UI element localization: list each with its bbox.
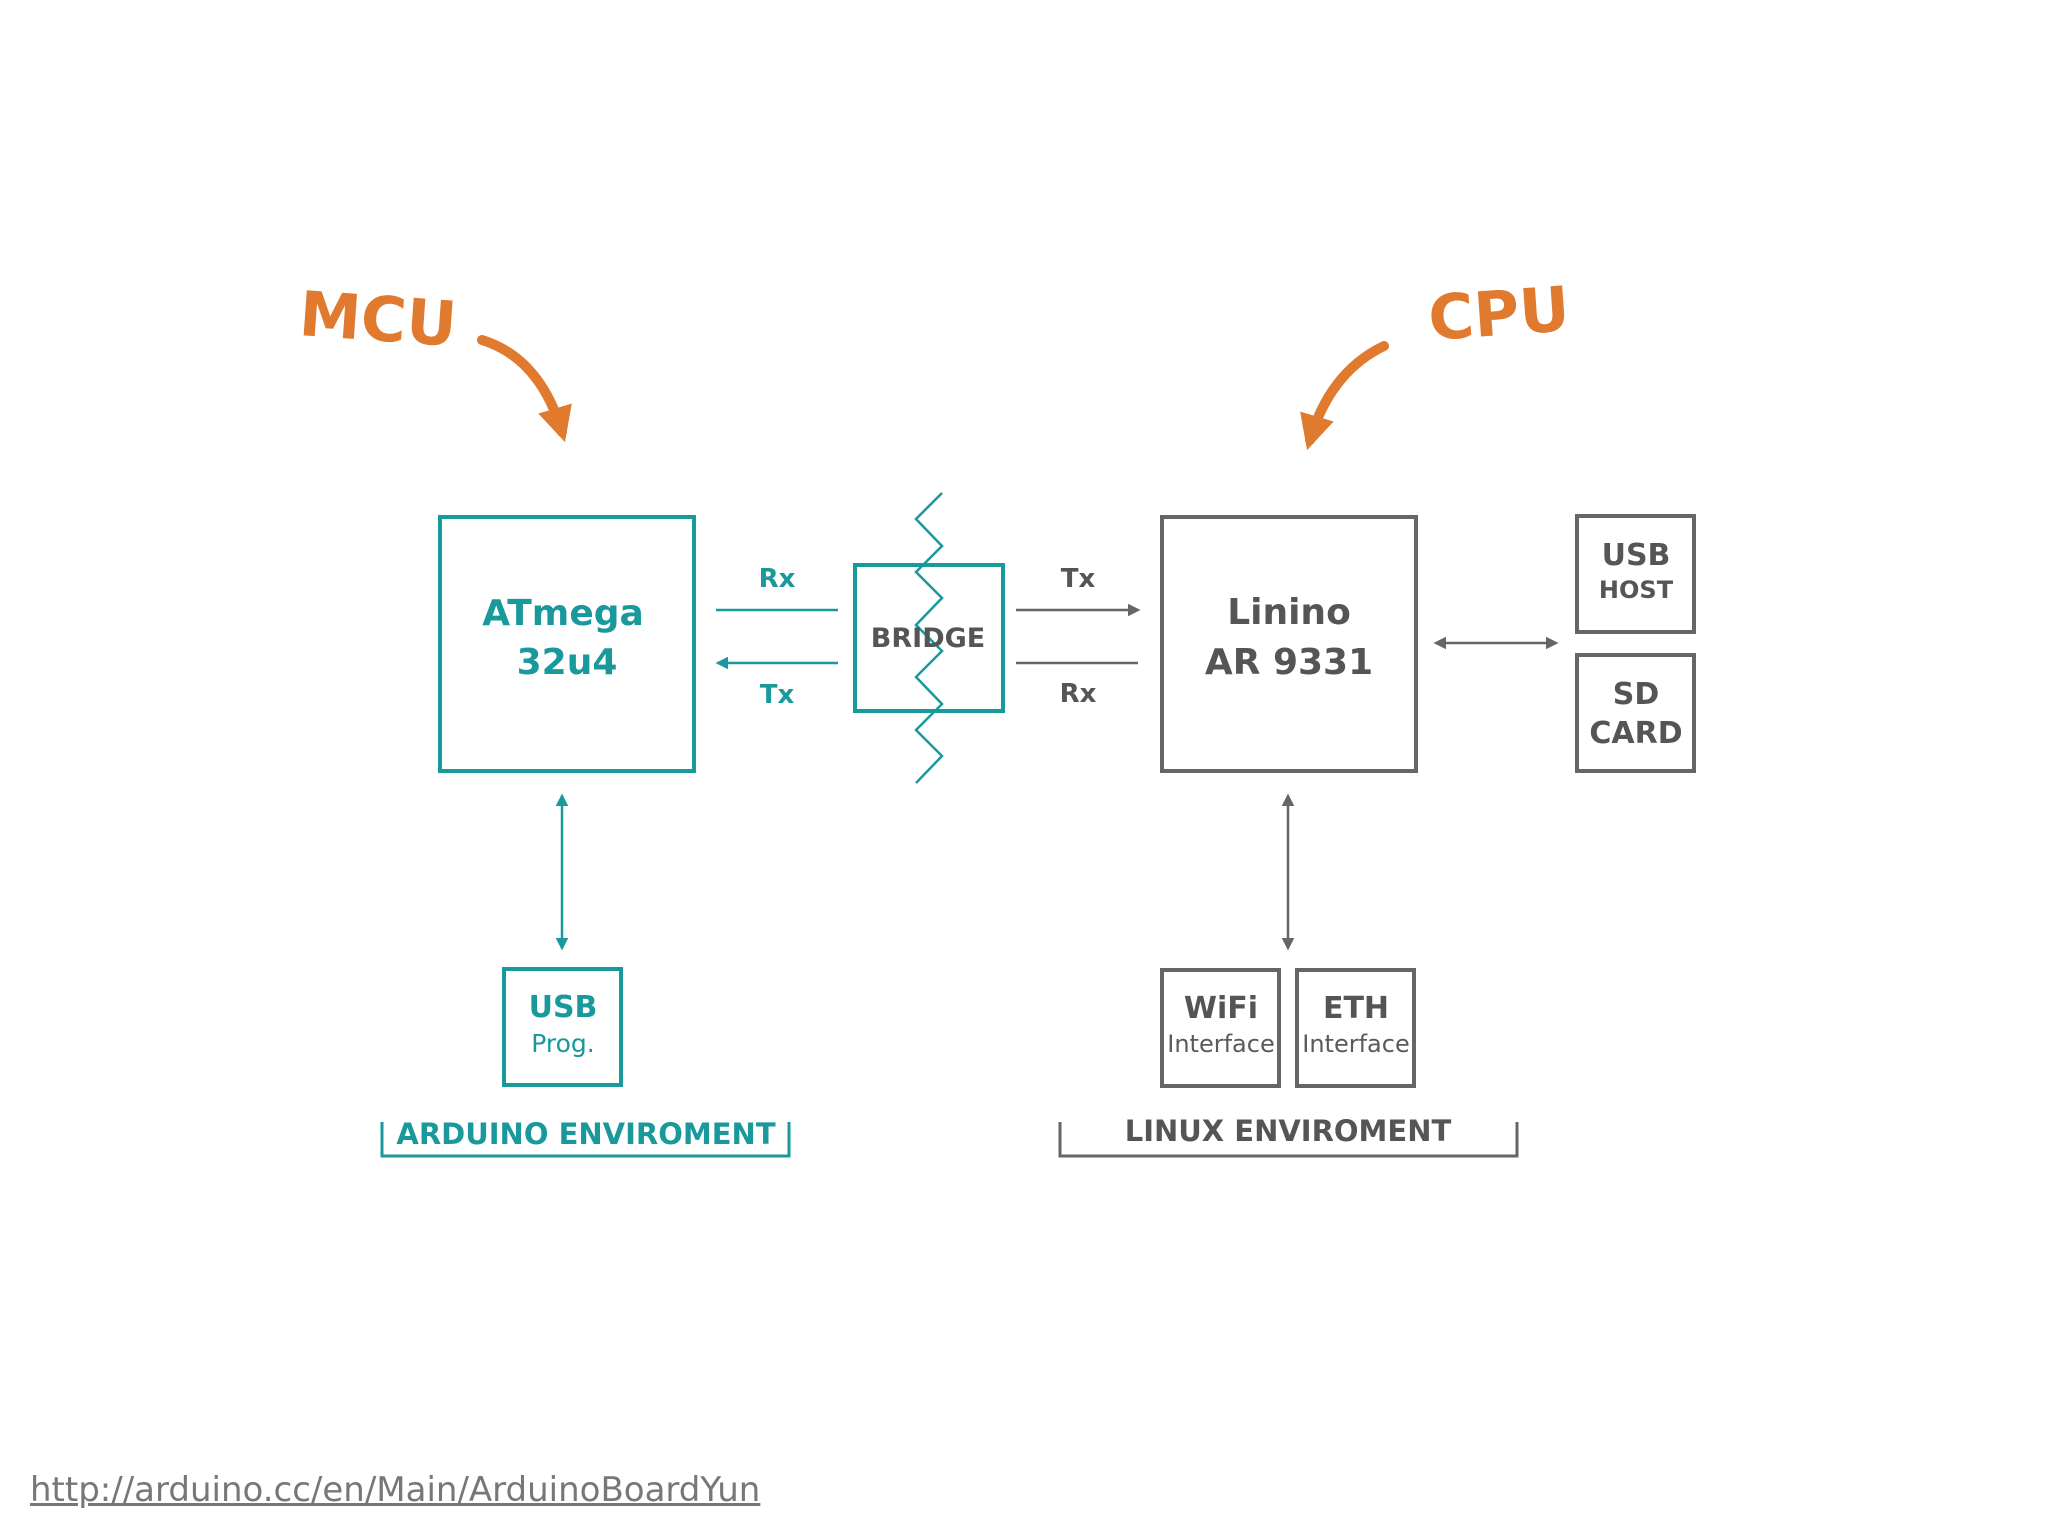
eth-block	[1295, 968, 1416, 1088]
linino-block	[1160, 515, 1418, 773]
sd-card-block	[1575, 653, 1696, 773]
wifi-block	[1160, 968, 1281, 1088]
atmega-label-line1: ATmega	[482, 593, 644, 634]
left-rx-label: Rx	[759, 564, 796, 594]
arduino-env-bracket	[380, 1122, 791, 1158]
linux-env-label: LINUX ENVIROMENT	[1125, 1114, 1452, 1148]
usb-prog-line2: Prog.	[531, 1029, 594, 1058]
eth-line2: Interface	[1302, 1030, 1409, 1058]
arduino-env-label: ARDUINO ENVIROMENT	[396, 1117, 775, 1151]
bridge-block	[853, 563, 1005, 713]
usb-prog-block	[502, 967, 623, 1087]
right-tx-label: Tx	[1061, 564, 1096, 594]
bridge-label: BRIDGE	[871, 623, 985, 654]
bridge-zigzag	[914, 492, 944, 784]
wifi-line1: WiFi	[1184, 991, 1258, 1026]
cpu-curved-arrow	[1300, 341, 1389, 451]
eth-line1: ETH	[1323, 991, 1389, 1026]
left-tx-label: Tx	[760, 680, 795, 710]
source-link[interactable]: http://arduino.cc/en/Main/ArduinoBoardYu…	[30, 1470, 761, 1510]
usb-prog-line1: USB	[529, 990, 598, 1025]
usb-host-line1: USB	[1602, 538, 1671, 573]
right-rx-label: Rx	[1060, 679, 1097, 709]
usb-host-line2: HOST	[1599, 576, 1674, 604]
linino-label-line2: AR 9331	[1205, 642, 1373, 683]
wifi-line2: Interface	[1167, 1030, 1274, 1058]
atmega-label-line2: 32u4	[517, 642, 618, 683]
linino-label-line1: Linino	[1227, 592, 1351, 633]
atmega-block	[438, 515, 696, 773]
sd-card-line2: CARD	[1589, 716, 1682, 751]
cpu-annotation: CPU	[1426, 272, 1572, 355]
linux-env-bracket	[1058, 1122, 1519, 1158]
mcu-curved-arrow	[477, 335, 572, 443]
usb-host-block	[1575, 514, 1696, 634]
sd-card-line1: SD	[1613, 677, 1660, 712]
mcu-annotation: MCU	[297, 277, 459, 361]
